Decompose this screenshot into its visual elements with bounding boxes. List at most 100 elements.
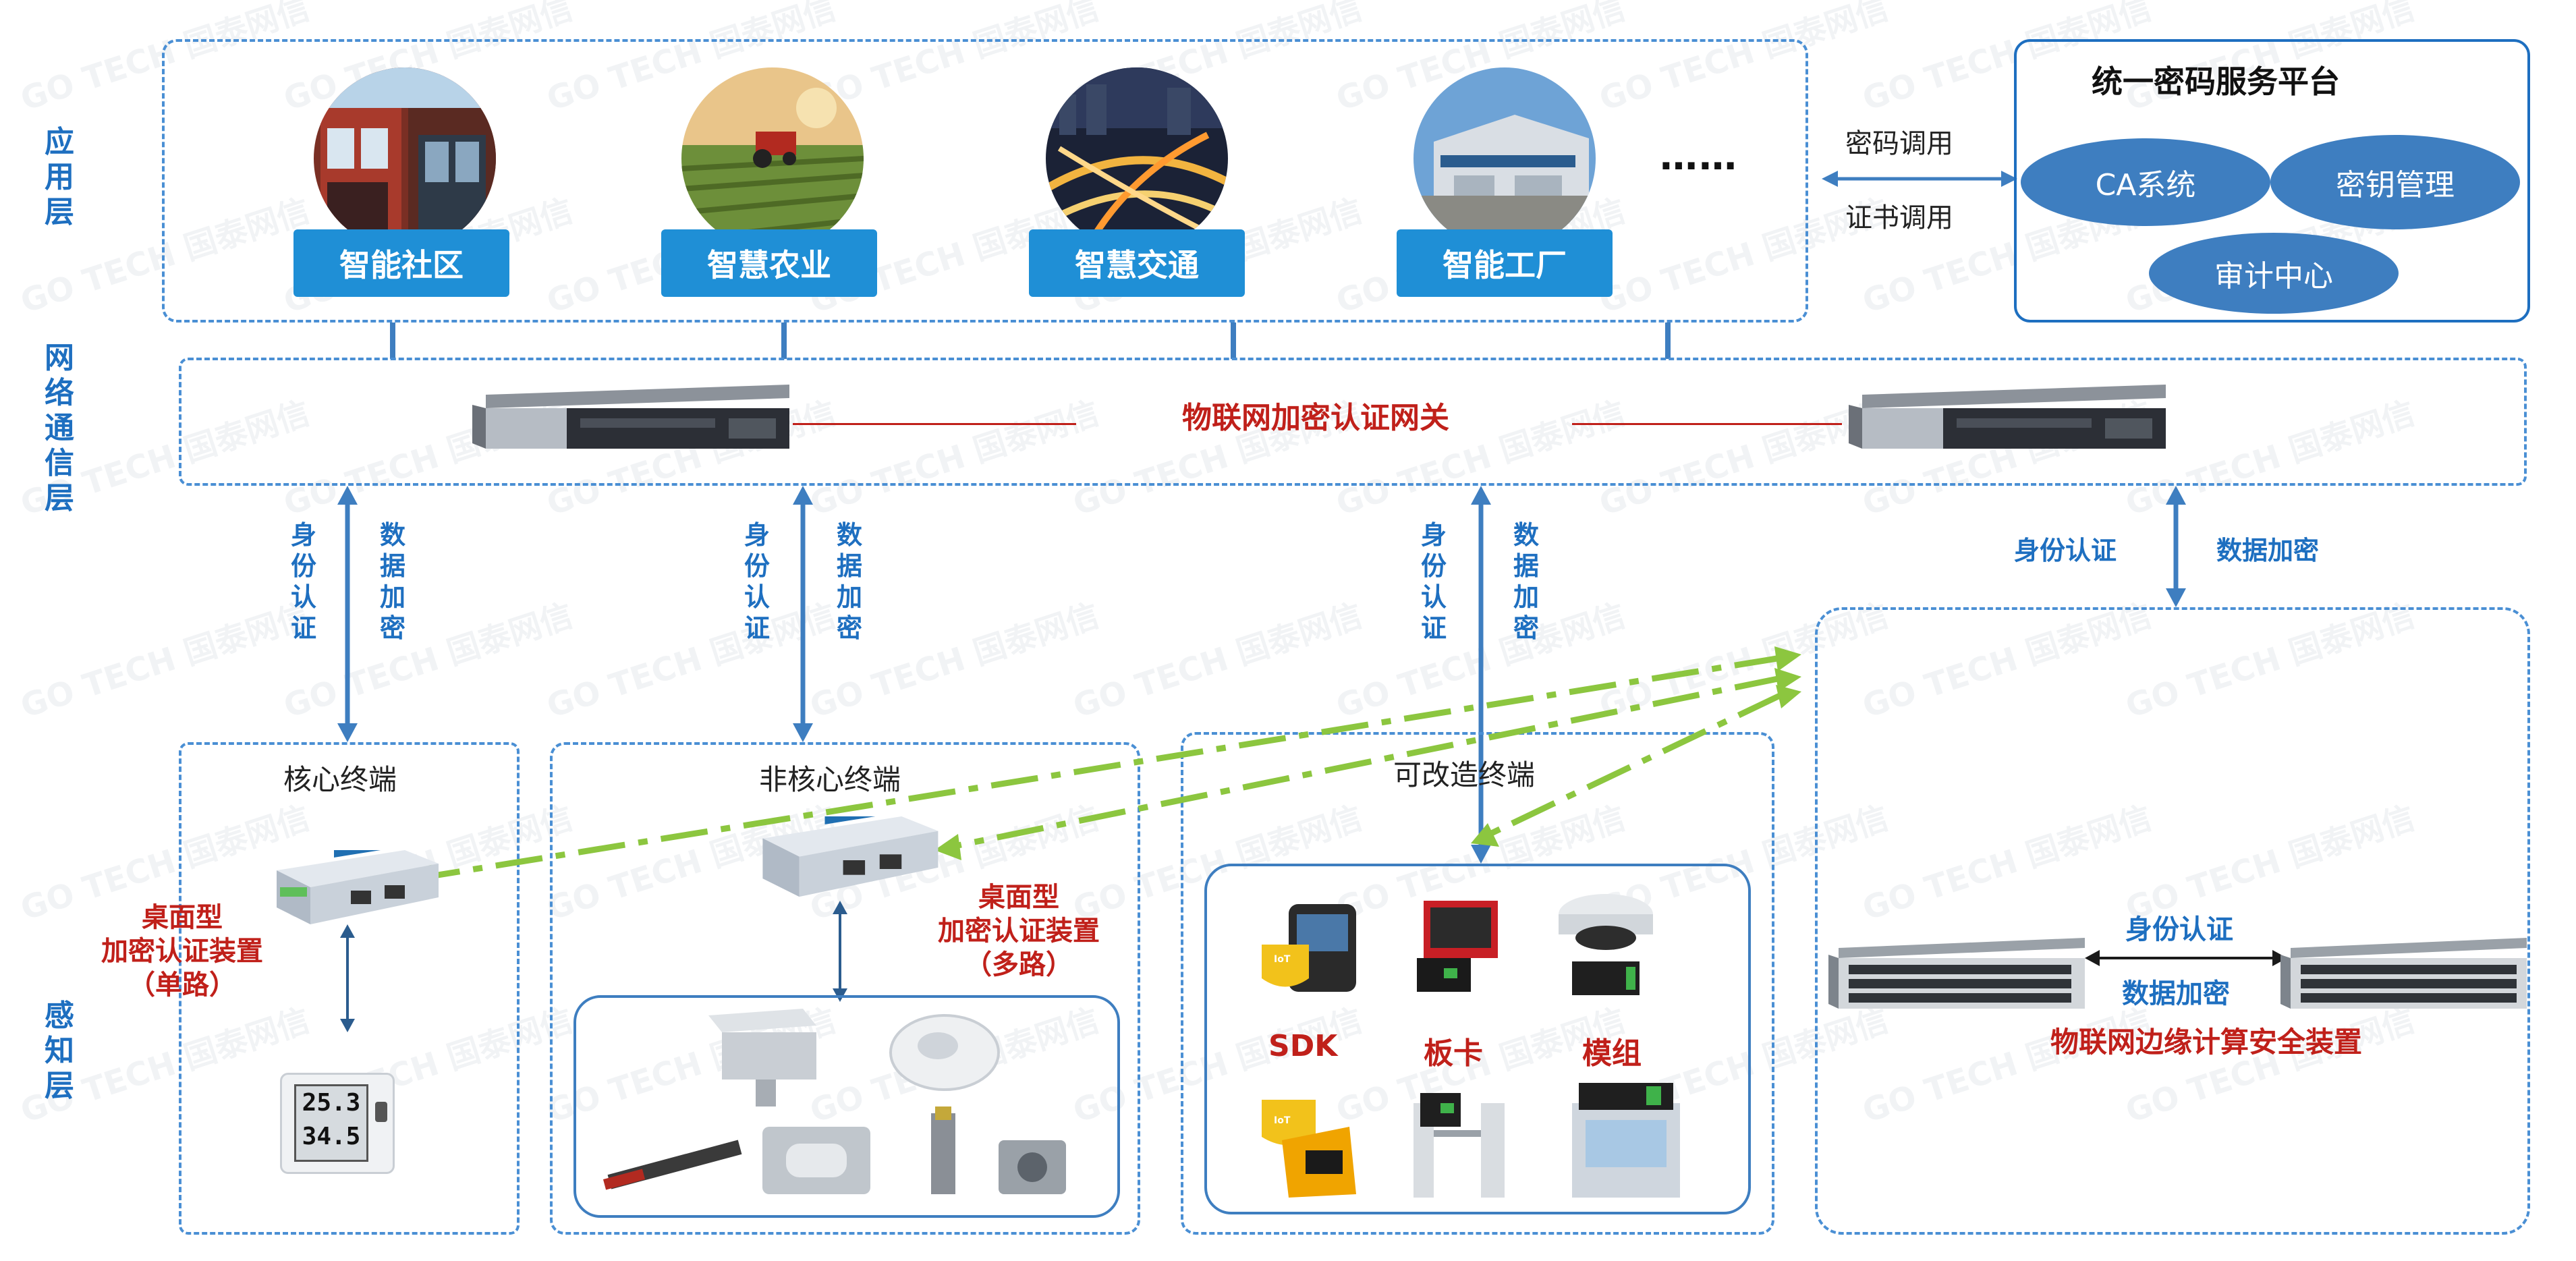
noncore-terminal-title-text: 非核心终端 bbox=[759, 763, 901, 796]
board-device-image bbox=[1417, 901, 1498, 992]
desktop-auth-device-multi bbox=[762, 816, 939, 897]
layer-label-perception: 感知层 bbox=[39, 999, 80, 1104]
noncore-terminal-title: 非核心终端 bbox=[759, 757, 901, 798]
modifiable-device-group bbox=[1204, 864, 1751, 1214]
desktop-single-line2: 加密认证装置 bbox=[101, 936, 263, 967]
edge-data-encryption-label: 数据加密 bbox=[2216, 530, 2319, 567]
gateway-line-left bbox=[793, 423, 1076, 425]
edge-pair-identity-auth-label: 身份认证 bbox=[2125, 907, 2233, 947]
connector-1 bbox=[390, 323, 395, 359]
desktop-multi-line3: （多路） bbox=[965, 949, 1073, 980]
noncore-data-encryption-text: 数据加密 bbox=[836, 520, 862, 643]
crypto-call-arrow bbox=[1822, 171, 2017, 187]
sensor-display-line1: 25.3 bbox=[302, 1089, 361, 1117]
platform-key-management-text: 密钥管理 bbox=[2336, 168, 2455, 202]
svg-text:IoT: IoT bbox=[1274, 954, 1291, 965]
cert-call-label: 证书调用 bbox=[1845, 196, 1953, 235]
app-button-smart-factory[interactable]: 智能工厂 bbox=[1397, 229, 1613, 297]
platform-audit-text: 审计中心 bbox=[2214, 259, 2333, 293]
platform-title-text: 统一密码服务平台 bbox=[2092, 63, 2340, 100]
desktop-auth-device-single bbox=[277, 850, 439, 924]
sensor-screen: 25.3 34.5 bbox=[294, 1084, 368, 1162]
core-terminal-title: 核心终端 bbox=[283, 757, 397, 798]
svg-text:IoT: IoT bbox=[1274, 1115, 1291, 1126]
arrow-core-terminal bbox=[337, 486, 358, 742]
ellipsis-text: …… bbox=[1660, 135, 1738, 179]
gateway-line-right bbox=[1572, 423, 1842, 425]
edge-device-label-text: 物联网边缘计算安全装置 bbox=[2050, 1026, 2362, 1059]
app-button-smart-agriculture[interactable]: 智慧农业 bbox=[661, 229, 877, 297]
app-button-smart-traffic[interactable]: 智慧交通 bbox=[1029, 229, 1245, 297]
layer-label-network: 网络通信层 bbox=[39, 341, 80, 516]
desktop-multi-line1: 桌面型 bbox=[978, 882, 1059, 913]
modifiable-terminal-title: 可改造终端 bbox=[1393, 752, 1535, 793]
modifiable-identity-auth-text: 身份认证 bbox=[1420, 520, 1447, 643]
edge-device-double-arrow bbox=[2085, 950, 2287, 966]
platform-ca-text: CA系统 bbox=[2095, 168, 2196, 202]
board-label: 板卡 bbox=[1424, 1029, 1483, 1072]
modifiable-data-encryption-text: 数据加密 bbox=[1513, 520, 1539, 643]
platform-ca-system[interactable]: CA系统 bbox=[2021, 138, 2270, 226]
edge-identity-auth-text: 身份认证 bbox=[2014, 536, 2117, 565]
noncore-data-encryption-label: 数据加密 bbox=[835, 520, 864, 644]
edge-identity-auth-label: 身份认证 bbox=[2014, 530, 2117, 567]
edge-device-label: 物联网边缘计算安全装置 bbox=[1943, 1026, 2469, 1059]
platform-title: 统一密码服务平台 bbox=[2092, 57, 2340, 102]
arrow-core-device-sensor bbox=[340, 924, 355, 1032]
platform-audit-center[interactable]: 审计中心 bbox=[2149, 233, 2399, 314]
gateway-label: 物联网加密认证网关 bbox=[1080, 401, 1552, 435]
arrow-edge-device bbox=[2166, 486, 2186, 607]
edge-device-left bbox=[1828, 938, 2085, 1009]
noncore-terminal-box bbox=[550, 742, 1140, 1235]
desktop-single-line1: 桌面型 bbox=[142, 902, 223, 933]
noncore-identity-auth-label: 身份认证 bbox=[742, 520, 772, 644]
gateway-device-right bbox=[1849, 385, 2166, 449]
edge-pair-data-encryption-label: 数据加密 bbox=[2122, 972, 2230, 1011]
module-device-image bbox=[1559, 894, 1653, 995]
platform-key-management[interactable]: 密钥管理 bbox=[2270, 135, 2520, 229]
core-data-encryption-label: 数据加密 bbox=[378, 520, 408, 644]
desktop-multi-line2: 加密认证装置 bbox=[938, 916, 1100, 947]
sensor-button bbox=[375, 1102, 387, 1122]
arrow-modifiable-terminal bbox=[1471, 486, 1491, 864]
cert-call-text: 证书调用 bbox=[1845, 202, 1953, 233]
module-label: 模组 bbox=[1582, 1029, 1642, 1072]
more-applications-ellipsis: …… bbox=[1660, 135, 1738, 179]
edge-data-encryption-text: 数据加密 bbox=[2216, 536, 2320, 565]
layer-label-network-text: 网络通信层 bbox=[45, 341, 74, 515]
temp-humidity-sensor: 25.3 34.5 bbox=[280, 1073, 395, 1174]
edge-device-box bbox=[1815, 607, 2530, 1235]
core-data-encryption-text: 数据加密 bbox=[379, 520, 405, 643]
arrow-noncore-device-sensors bbox=[833, 901, 847, 1002]
sdk-label: SDK bbox=[1268, 1029, 1337, 1063]
modifiable-identity-auth-label: 身份认证 bbox=[1419, 520, 1449, 644]
app-button-smart-community[interactable]: 智能社区 bbox=[293, 229, 509, 297]
industrial-controller-image bbox=[1572, 1083, 1680, 1198]
network-layer-box bbox=[179, 358, 2527, 486]
desktop-auth-device-multi-label: 桌面型 加密认证装置 （多路） bbox=[911, 880, 1127, 982]
connector-4 bbox=[1665, 323, 1671, 359]
sdk-kiosk-image: IoT bbox=[1262, 1100, 1356, 1198]
turnstile-image bbox=[1413, 1093, 1505, 1198]
password-call-label: 密码调用 bbox=[1845, 121, 1953, 161]
layer-label-perception-text: 感知层 bbox=[45, 999, 74, 1103]
connector-3 bbox=[1231, 323, 1236, 359]
noncore-sensor-group bbox=[573, 995, 1120, 1218]
arrow-noncore-terminal bbox=[793, 486, 813, 742]
desktop-auth-device-single-label: 桌面型 加密认证装置 （单路） bbox=[74, 901, 290, 1002]
app-label-smart-community: 智能社区 bbox=[339, 247, 464, 283]
edge-device-right bbox=[2280, 938, 2527, 1009]
board-label-text: 板卡 bbox=[1424, 1036, 1483, 1071]
edge-pair-data-encryption-text: 数据加密 bbox=[2122, 978, 2230, 1009]
modifiable-terminal-title-text: 可改造终端 bbox=[1393, 758, 1536, 791]
edge-pair-identity-auth-text: 身份认证 bbox=[2125, 914, 2233, 945]
core-identity-auth-text: 身份认证 bbox=[290, 520, 316, 643]
layer-label-application-text: 应用层 bbox=[45, 125, 74, 229]
app-label-smart-factory: 智能工厂 bbox=[1443, 247, 1567, 283]
application-layer-box bbox=[162, 39, 1808, 323]
sdk-label-text: SDK bbox=[1268, 1029, 1338, 1063]
gateway-label-text: 物联网加密认证网关 bbox=[1182, 401, 1449, 435]
sdk-device-image: IoT bbox=[1262, 904, 1356, 992]
industrial-sensors bbox=[603, 1009, 1066, 1194]
noncore-identity-auth-text: 身份认证 bbox=[744, 520, 770, 643]
